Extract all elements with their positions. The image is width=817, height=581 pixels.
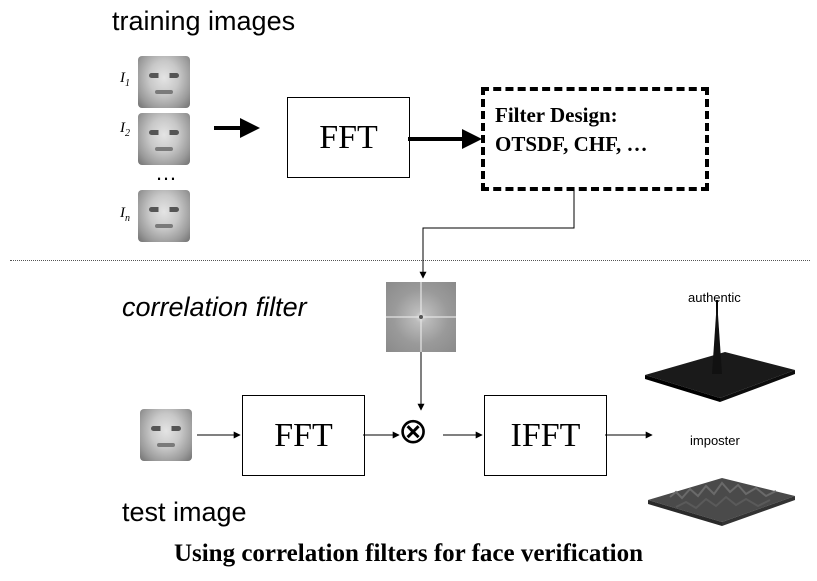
authentic-correlation-plot — [645, 300, 795, 402]
training-face-n — [138, 190, 190, 242]
test-face — [140, 409, 192, 461]
figure-caption: Using correlation filters for face verif… — [173, 540, 644, 567]
imposter-correlation-plot — [648, 478, 795, 526]
training-face-1 — [138, 56, 190, 108]
fft-bottom-label: FFT — [274, 416, 333, 454]
filter-design-title: Filter Design: — [495, 103, 618, 127]
imposter-label: imposter — [690, 433, 740, 448]
fft-top-label: FFT — [319, 118, 378, 156]
correlation-filter-heading: correlation filter — [122, 292, 307, 322]
filter-design-methods: OTSDF, CHF, … — [495, 132, 648, 156]
training-images-heading: training images — [112, 6, 296, 36]
section-divider — [10, 260, 810, 261]
arrow-filter-design-to-filter — [419, 191, 575, 279]
filter-design-box: Filter Design: OTSDF, CHF, … — [481, 87, 709, 191]
test-image-heading: test image — [122, 497, 247, 527]
authentic-label: authentic — [688, 290, 741, 305]
training-face-2 — [138, 113, 190, 165]
training-label-2: I2 — [120, 120, 130, 139]
correlation-filter-spectrum — [386, 282, 456, 352]
fft-bottom-box: FFT — [242, 395, 365, 476]
training-label-n: In — [120, 205, 130, 224]
multiply-operator: ⊗ — [398, 411, 429, 452]
training-label-1: I1 — [120, 70, 130, 89]
ifft-label: IFFT — [510, 416, 581, 454]
ellipsis: … — [155, 160, 177, 185]
fft-top-box: FFT — [287, 97, 410, 178]
